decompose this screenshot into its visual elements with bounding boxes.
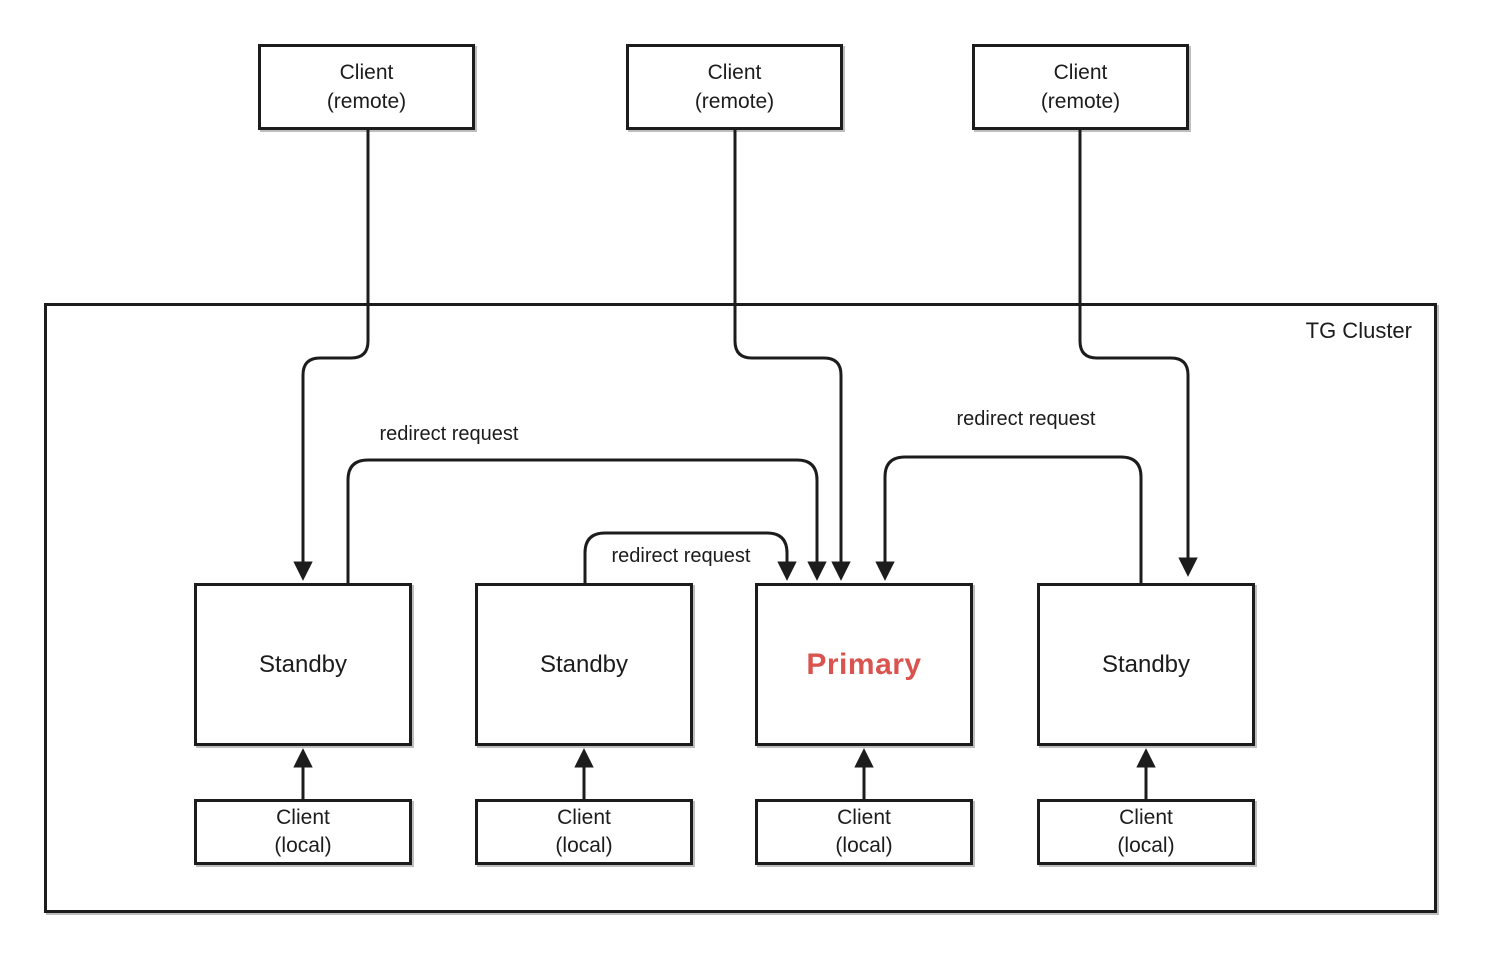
remote-client-3: Client (remote) [972, 44, 1189, 130]
standby-node-2-label: Standby [539, 650, 629, 678]
local-client-1-label-line2: (local) [274, 834, 332, 857]
local-client-4-label-line1: Client [1119, 806, 1173, 829]
remote-client-1-label-line2: (remote) [326, 90, 407, 113]
primary-node-label: Primary [806, 647, 922, 681]
remote-client-1-label-line1: Client [339, 61, 394, 84]
local-client-1: Client (local) [194, 799, 412, 865]
local-client-2-label-line2: (local) [555, 834, 613, 857]
remote-client-3-label-line1: Client [1053, 61, 1108, 84]
local-client-4: Client (local) [1037, 799, 1255, 865]
standby-node-2: Standby [475, 583, 693, 746]
local-client-2-label-line1: Client [557, 806, 611, 829]
remote-client-1: Client (remote) [258, 44, 475, 130]
local-client-3-label-line2: (local) [835, 834, 893, 857]
standby-node-1-label: Standby [258, 650, 348, 678]
local-client-3: Client (local) [755, 799, 973, 865]
primary-node: Primary [755, 583, 973, 746]
redirect-label-middle: redirect request [611, 545, 751, 567]
remote-client-3-label-line2: (remote) [1040, 90, 1121, 113]
standby-node-3-label: Standby [1101, 650, 1191, 678]
local-client-3-label-line1: Client [837, 806, 891, 829]
remote-client-2: Client (remote) [626, 44, 843, 130]
remote-client-2-label-line1: Client [707, 61, 762, 84]
cluster-title: TG Cluster [1305, 318, 1412, 343]
redirect-label-right: redirect request [956, 408, 1096, 430]
remote-client-2-label-line2: (remote) [694, 90, 775, 113]
standby-node-3: Standby [1037, 583, 1255, 746]
standby-node-1: Standby [194, 583, 412, 746]
local-client-1-label-line1: Client [276, 806, 330, 829]
local-client-2: Client (local) [475, 799, 693, 865]
redirect-label-left: redirect request [379, 423, 519, 445]
local-client-4-label-line2: (local) [1117, 834, 1175, 857]
